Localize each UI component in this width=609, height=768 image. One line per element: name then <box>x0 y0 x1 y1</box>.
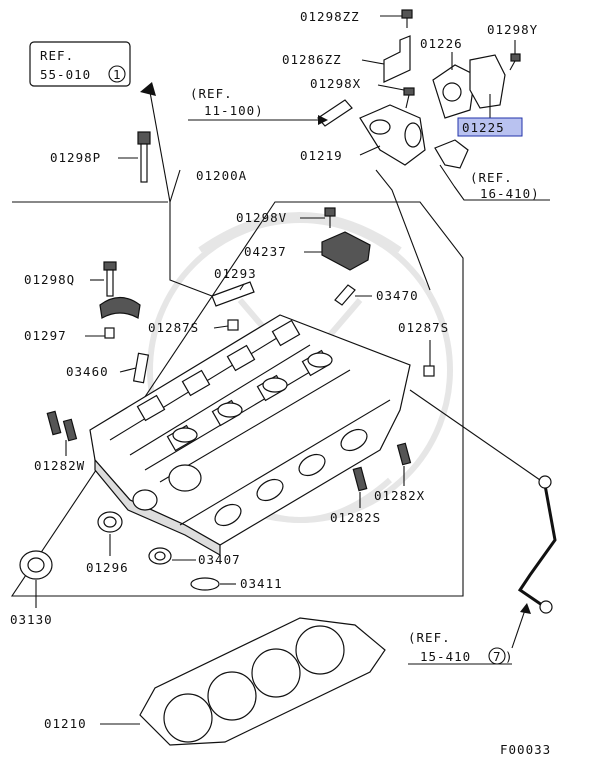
label-01225[interactable]: 01225 <box>462 120 505 135</box>
label-04237[interactable]: 04237 <box>244 244 287 259</box>
label-01226[interactable]: 01226 <box>420 36 463 51</box>
ref-16-410-line1: (REF. <box>470 170 513 185</box>
label-03411[interactable]: 03411 <box>240 576 283 591</box>
label-01297[interactable]: 01297 <box>24 328 67 343</box>
bolt-01298p <box>137 131 151 183</box>
label-01219[interactable]: 01219 <box>300 148 343 163</box>
bracket-01286zz <box>383 35 411 83</box>
tube-03460 <box>132 352 150 384</box>
ref-15-410-close: ) <box>505 649 514 664</box>
label-03407[interactable]: 03407 <box>198 552 241 567</box>
label-01298y[interactable]: 01298Y <box>487 22 538 37</box>
ref-11-100-line2: 11-100) <box>204 103 264 118</box>
label-01282x[interactable]: 01282X <box>374 488 425 503</box>
highlight-box-01225 <box>457 117 523 137</box>
label-01210[interactable]: 01210 <box>44 716 87 731</box>
ref-11-100-line1: (REF. <box>190 86 233 101</box>
label-01296[interactable]: 01296 <box>86 560 129 575</box>
label-01298v[interactable]: 01298V <box>236 210 287 225</box>
part-labels: 01298ZZ 01298Y 01286ZZ 01226 01298X 0122… <box>10 9 538 731</box>
water-outlet-01219 <box>359 104 426 166</box>
label-01200a[interactable]: 01200A <box>196 168 247 183</box>
ref-box-55-010[interactable]: REF. 55-010 1 <box>29 41 131 87</box>
label-01287s-left[interactable]: 01287S <box>148 320 199 335</box>
label-03470[interactable]: 03470 <box>376 288 419 303</box>
label-01286zz[interactable]: 01286ZZ <box>282 52 342 67</box>
ref-55-010-line1: REF. <box>40 48 74 63</box>
pipe-ref-15-410 <box>517 475 557 614</box>
ref-15-410-circled: 7 <box>493 649 502 664</box>
label-01298zz[interactable]: 01298ZZ <box>300 9 360 24</box>
bolt-01298x <box>403 87 415 109</box>
watermark <box>147 212 453 523</box>
bolt-01298y <box>509 53 521 71</box>
stud-01282w <box>46 410 78 442</box>
leader-lines <box>35 15 550 725</box>
label-01298p[interactable]: 01298P <box>50 150 101 165</box>
tube-01293 <box>211 281 255 307</box>
label-03460[interactable]: 03460 <box>66 364 109 379</box>
label-01282w[interactable]: 01282W <box>34 458 85 473</box>
ref-16-410-line2: 16-410) <box>480 186 540 201</box>
label-01293[interactable]: 01293 <box>214 266 257 281</box>
cap-01297 <box>99 296 141 319</box>
label-01287s-right[interactable]: 01287S <box>398 320 449 335</box>
label-01282s[interactable]: 01282S <box>330 510 381 525</box>
label-03130[interactable]: 03130 <box>10 612 53 627</box>
ring-03411 <box>190 577 220 591</box>
ref-11-100[interactable]: (REF. 11-100) <box>190 86 264 118</box>
label-01298x[interactable]: 01298X <box>310 76 361 91</box>
seal-03407 <box>148 547 172 565</box>
sensor-ref-16-410 <box>434 139 469 169</box>
stud-01282x <box>396 442 412 466</box>
ref-55-010-line2: 55-010 <box>40 67 91 82</box>
pin-01297 <box>104 327 115 339</box>
bolt-01298q <box>103 261 117 297</box>
label-01298q[interactable]: 01298Q <box>24 272 75 287</box>
sleeve-03470 <box>334 284 356 306</box>
stud-01282s <box>352 466 368 492</box>
head-gasket <box>139 617 386 746</box>
plug-01287s-left <box>227 319 239 331</box>
cover-01225 <box>469 54 506 109</box>
bolt-01298v <box>324 207 336 228</box>
seal-01296 <box>97 511 123 533</box>
plug-01287s-right <box>423 365 435 377</box>
part-04237 <box>321 231 371 271</box>
ref-15-410-line1: (REF. <box>408 630 451 645</box>
ref-15-410[interactable]: (REF. 15-410 7 ) <box>408 630 514 665</box>
bolt-01298zz <box>401 9 413 28</box>
figure-code: F00033 <box>500 742 551 757</box>
ref-55-010-circled: 1 <box>113 67 122 82</box>
ref-16-410[interactable]: (REF. 16-410) <box>470 170 540 201</box>
seal-03130 <box>19 550 53 580</box>
ref-15-410-line2: 15-410 <box>420 649 471 664</box>
cylinder-head <box>89 314 411 557</box>
gasket-01226 <box>432 64 476 119</box>
